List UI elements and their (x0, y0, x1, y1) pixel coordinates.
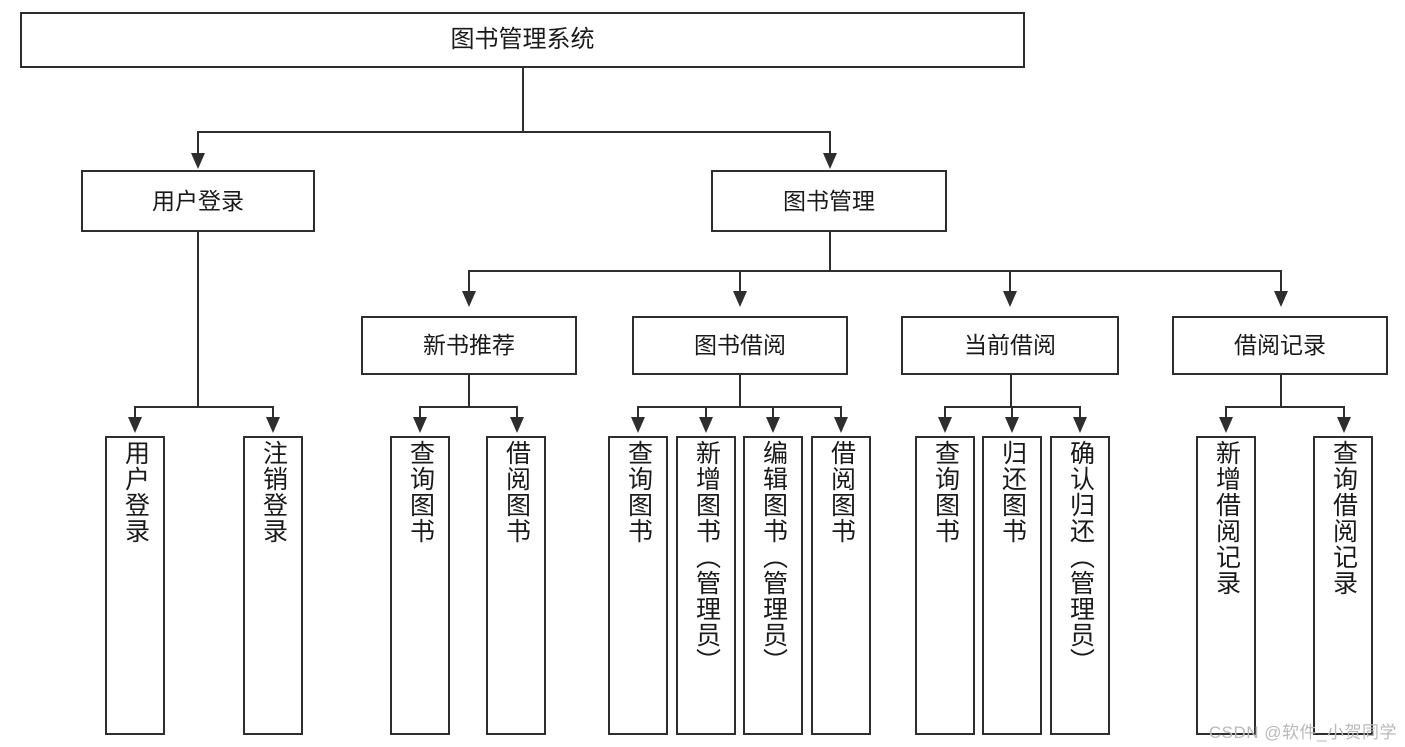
arrowhead-borrow-record-leaf-2 (1337, 417, 1351, 433)
arrowhead-root-to-book-manage (823, 153, 837, 169)
leaf-node-query-book-new-rec[interactable]: 查询图书 (390, 436, 450, 735)
leaf-node-query-book-borrow[interactable]: 查询图书 (608, 436, 668, 735)
node-book-manage[interactable]: 图书管理 (711, 170, 947, 232)
connector-book-borrow-drop-4 (840, 406, 842, 418)
connector-borrow-record-drop-1 (1225, 406, 1227, 418)
node-label: 用户登录 (152, 187, 244, 214)
node-label: 新增借阅记录 (1212, 440, 1241, 596)
arrowhead-borrow-record-leaf-1 (1219, 417, 1233, 433)
arrowhead-current-borrow-leaf-1 (938, 417, 952, 433)
connector-root-bus (197, 131, 829, 133)
connector-new-book-rec-bus (419, 406, 516, 408)
connector-user-login-drop-1 (134, 406, 136, 418)
arrowhead-book-manage-to-borrow-record (1274, 291, 1288, 307)
node-label: 确认归还（管理员） (1066, 440, 1095, 674)
connector-current-borrow-drop-3 (1079, 406, 1081, 418)
node-root-book-management-system[interactable]: 图书管理系统 (20, 12, 1025, 68)
leaf-node-add-book-admin[interactable]: 新增图书（管理员） (676, 436, 736, 735)
arrowhead-book-borrow-leaf-2 (699, 417, 713, 433)
node-user-login[interactable]: 用户登录 (81, 170, 315, 232)
leaf-node-add-borrow-record[interactable]: 新增借阅记录 (1196, 436, 1256, 735)
arrowhead-current-borrow-leaf-2 (1005, 417, 1019, 433)
connector-book-manage-drop-2 (739, 270, 741, 292)
node-label: 新书推荐 (423, 332, 515, 359)
connector-user-login-bus (134, 406, 272, 408)
leaf-node-borrow-book[interactable]: 借阅图书 (811, 436, 871, 735)
node-label: 新增图书（管理员） (692, 440, 721, 674)
connector-root-to-user-login (197, 131, 199, 155)
node-current-borrow[interactable]: 当前借阅 (901, 316, 1119, 375)
arrowhead-user-login-leaf-2 (266, 417, 280, 433)
leaf-node-borrow-book-new-rec[interactable]: 借阅图书 (486, 436, 546, 735)
connector-book-manage-drop-3 (1009, 270, 1011, 292)
connector-new-book-rec-stem (468, 375, 470, 406)
node-label: 当前借阅 (964, 332, 1056, 359)
connector-book-borrow-stem (739, 375, 741, 406)
leaf-node-query-borrow-record[interactable]: 查询借阅记录 (1313, 436, 1373, 735)
arrowhead-book-manage-to-book-borrow (733, 291, 747, 307)
connector-user-login-drop-2 (272, 406, 274, 418)
connector-root-stem (522, 68, 524, 131)
connector-new-book-rec-drop-2 (516, 406, 518, 418)
connector-borrow-record-stem (1280, 375, 1282, 406)
arrowhead-book-borrow-leaf-3 (766, 417, 780, 433)
connector-current-borrow-drop-1 (944, 406, 946, 418)
arrowhead-book-manage-to-current-borrow (1003, 291, 1017, 307)
node-label: 借阅记录 (1234, 332, 1326, 359)
leaf-node-edit-book-admin[interactable]: 编辑图书（管理员） (743, 436, 803, 735)
connector-book-borrow-bus (637, 406, 840, 408)
connector-book-borrow-drop-3 (772, 406, 774, 418)
arrowhead-root-to-user-login (191, 153, 205, 169)
connector-book-manage-stem (829, 232, 831, 270)
arrowhead-new-book-rec-leaf-1 (413, 417, 427, 433)
node-label: 查询图书 (624, 440, 653, 544)
leaf-node-logout-login[interactable]: 注销登录 (243, 436, 303, 735)
connector-root-to-book-manage (829, 131, 831, 155)
node-label: 查询图书 (406, 440, 435, 544)
node-label: 借阅图书 (502, 440, 531, 544)
arrowhead-book-manage-to-new-book-rec (462, 291, 476, 307)
node-label: 用户登录 (121, 440, 150, 544)
node-label: 编辑图书（管理员） (759, 440, 788, 674)
arrowhead-current-borrow-leaf-3 (1073, 417, 1087, 433)
leaf-node-query-book-current[interactable]: 查询图书 (915, 436, 975, 735)
arrowhead-book-borrow-leaf-4 (834, 417, 848, 433)
node-label: 归还图书 (998, 440, 1027, 544)
node-borrow-record[interactable]: 借阅记录 (1172, 316, 1388, 375)
node-label: 借阅图书 (827, 440, 856, 544)
node-label: 查询图书 (931, 440, 960, 544)
leaf-node-confirm-return-admin[interactable]: 确认归还（管理员） (1050, 436, 1110, 735)
connector-current-borrow-stem (1010, 375, 1012, 406)
connector-borrow-record-drop-2 (1343, 406, 1345, 418)
arrowhead-user-login-leaf-1 (128, 417, 142, 433)
connector-current-borrow-drop-2 (1011, 406, 1013, 418)
connector-book-manage-drop-1 (468, 270, 470, 292)
arrowhead-book-borrow-leaf-1 (631, 417, 645, 433)
arrowhead-new-book-rec-leaf-2 (510, 417, 524, 433)
node-label: 图书管理系统 (450, 26, 595, 54)
node-label: 查询借阅记录 (1329, 440, 1358, 596)
connector-book-borrow-drop-1 (637, 406, 639, 418)
node-book-borrow[interactable]: 图书借阅 (632, 316, 848, 375)
connector-book-manage-drop-4 (1280, 270, 1282, 292)
connector-borrow-record-bus (1225, 406, 1343, 408)
node-label: 注销登录 (259, 440, 288, 544)
connector-book-manage-bus (468, 270, 1280, 272)
leaf-node-user-login[interactable]: 用户登录 (105, 436, 165, 735)
connector-user-login-stem (197, 232, 199, 406)
leaf-node-return-book[interactable]: 归还图书 (982, 436, 1042, 735)
connector-new-book-rec-drop-1 (419, 406, 421, 418)
node-new-book-recommend[interactable]: 新书推荐 (361, 316, 577, 375)
connector-book-borrow-drop-2 (705, 406, 707, 418)
node-label: 图书管理 (783, 187, 875, 214)
node-label: 图书借阅 (694, 332, 786, 359)
